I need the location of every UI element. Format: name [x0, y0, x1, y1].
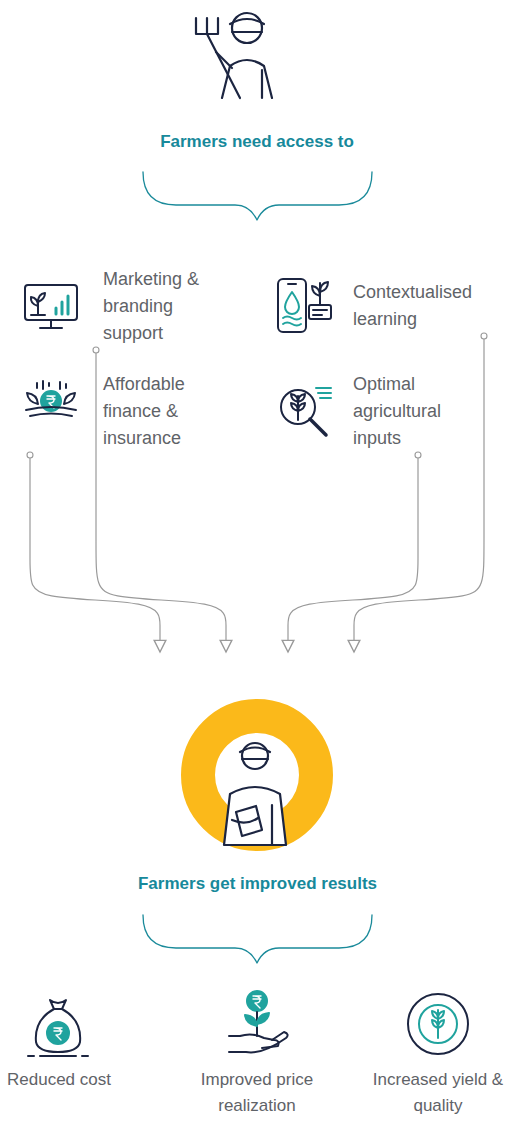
connector-origin	[27, 452, 33, 458]
price-icon	[253, 996, 261, 1008]
access-item: Contextualised learning	[272, 279, 512, 333]
finance-icon	[64, 393, 75, 404]
finance-icon	[26, 381, 76, 416]
item-label: Reduced cost	[0, 1067, 118, 1093]
learning-icon	[278, 279, 306, 332]
farmer-illustration	[240, 748, 270, 760]
access-item: Affordable finance & insurance	[20, 371, 220, 452]
item-label: Improved price realization	[182, 1067, 332, 1119]
result-item: Increased yield & quality	[372, 1067, 504, 1119]
price-icon	[245, 1013, 269, 1026]
access-item: Marketing & branding support	[20, 266, 220, 347]
connector-origin	[481, 333, 487, 339]
farmer-illustration	[232, 31, 262, 33]
inputs-icon	[316, 388, 331, 398]
marketing-icon	[31, 297, 38, 306]
yield-icon	[432, 1011, 444, 1019]
finance-icon	[27, 393, 38, 404]
farmer-illustration	[196, 13, 272, 98]
marketing-icon	[56, 296, 68, 314]
connector-origin	[93, 347, 99, 353]
result-item: Improved price realization	[182, 1067, 332, 1119]
connector-origin	[415, 452, 421, 458]
yield-icon	[408, 994, 468, 1054]
access-item: Optimal agricultural inputs	[272, 371, 512, 452]
heading-text: Farmers get improved results	[110, 872, 405, 896]
farmer-illustration	[230, 19, 264, 24]
farmer-illustration	[271, 805, 273, 845]
marketing-icon	[25, 285, 77, 320]
cost-icon	[28, 1055, 88, 1057]
flow-connector	[288, 452, 418, 652]
flow-connector	[30, 452, 160, 652]
result-circle: Farmers get improved results	[110, 652, 405, 897]
finance-icon	[37, 381, 66, 389]
learning-icon	[283, 317, 301, 326]
inputs-icon	[310, 419, 326, 435]
item-label: Contextualised learning	[353, 279, 488, 333]
learning-icon	[309, 305, 331, 319]
heading-text: Farmers need access to	[107, 130, 407, 154]
marketing-icon	[40, 320, 62, 328]
farmer-illustration	[207, 34, 240, 98]
result-item: Reduced cost	[0, 1067, 118, 1093]
price-icon	[229, 1032, 288, 1052]
section-heading: Farmers need access to	[107, 0, 407, 154]
inputs-icon	[291, 394, 305, 402]
price-icon	[247, 991, 267, 1011]
cost-icon	[47, 1022, 69, 1044]
cost-icon	[28, 1000, 88, 1056]
farmer-illustration	[232, 13, 262, 43]
learning-icon	[320, 282, 328, 292]
group-brace	[143, 915, 372, 963]
learning-icon	[285, 292, 299, 314]
marketing-icon	[31, 314, 45, 316]
marketing-icon	[25, 285, 77, 328]
inputs-icon	[281, 388, 331, 435]
marketing-icon	[38, 293, 45, 302]
group-brace	[143, 172, 372, 963]
item-label: Affordable finance & insurance	[103, 371, 223, 452]
item-label: Increased yield & quality	[372, 1067, 504, 1119]
farmer-illustration	[232, 818, 258, 823]
finance-icon	[26, 407, 76, 416]
item-label: Optimal agricultural inputs	[353, 371, 488, 452]
farmer-illustration	[216, 52, 232, 68]
flow-connector	[354, 333, 484, 652]
cost-icon	[50, 1000, 66, 1009]
price-icon	[229, 991, 288, 1052]
farmer-illustration	[261, 70, 263, 98]
learning-icon	[313, 310, 327, 315]
inputs-icon	[291, 403, 305, 411]
farmer-illustration	[224, 743, 286, 845]
group-brace	[143, 172, 372, 220]
farmer-illustration	[196, 18, 218, 34]
yield-icon	[432, 1020, 444, 1028]
yield-icon	[408, 994, 468, 1054]
cost-icon	[54, 1028, 62, 1040]
farmer-illustration	[224, 787, 286, 845]
learning-icon	[278, 279, 331, 332]
item-label: Marketing & branding support	[103, 266, 223, 347]
flow-connector	[96, 347, 226, 652]
learning-icon	[288, 283, 296, 285]
cost-icon	[36, 1009, 80, 1052]
learning-icon	[312, 286, 320, 296]
yield-icon	[419, 1005, 457, 1043]
